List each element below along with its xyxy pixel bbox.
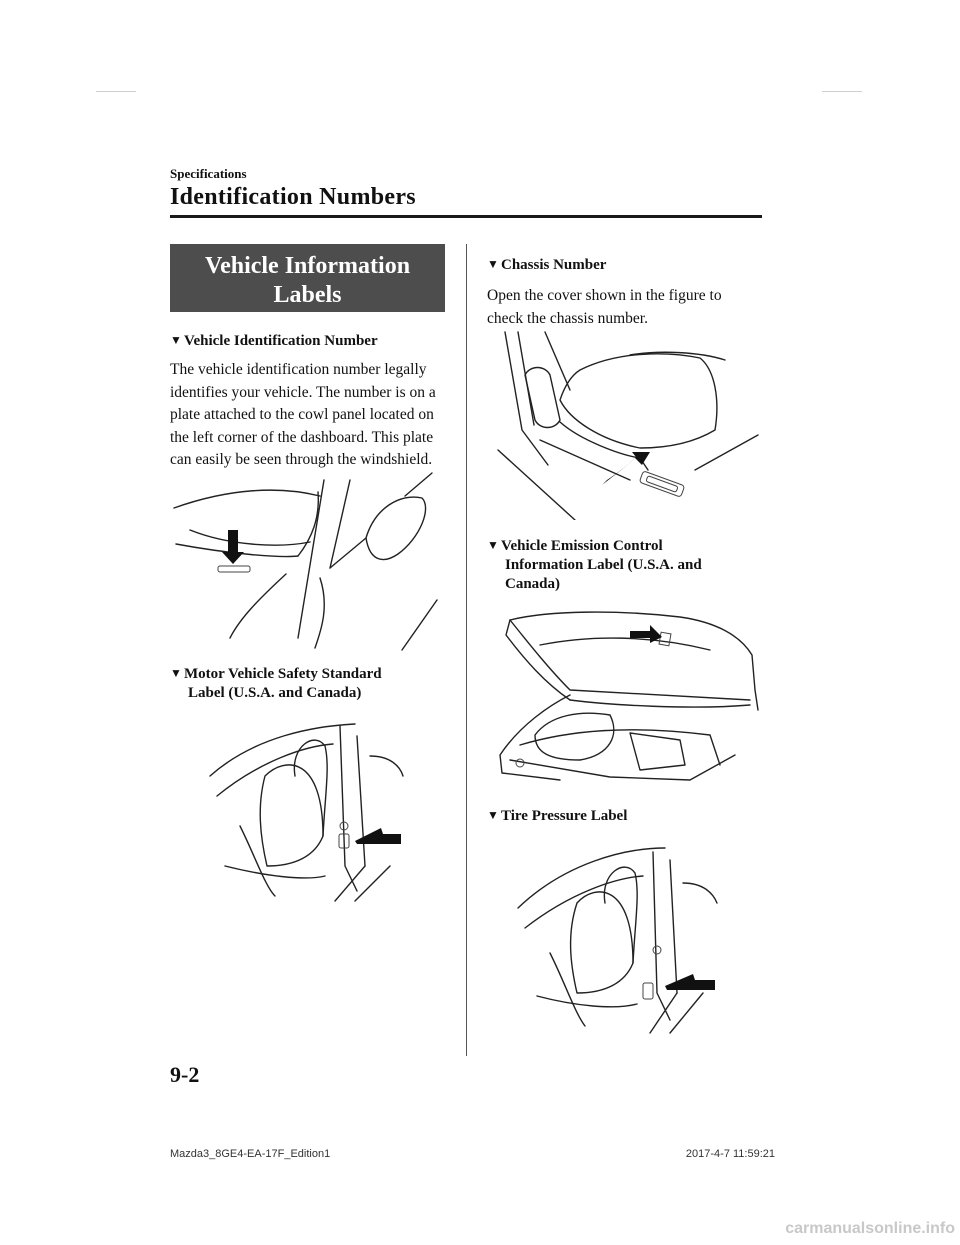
crop-mark-top-right bbox=[822, 91, 862, 92]
section-label: Specifications bbox=[170, 166, 247, 181]
vin-body-text: The vehicle identification number legall… bbox=[170, 361, 436, 468]
banner-line-1: Vehicle Information bbox=[204, 253, 411, 279]
triangle-bullet-icon: ▼ bbox=[487, 808, 499, 822]
title-rule bbox=[170, 215, 762, 218]
chassis-cover-figure bbox=[497, 331, 759, 520]
crop-mark-top-left bbox=[96, 91, 136, 92]
emission-heading-line-3: Canada) bbox=[505, 576, 561, 592]
safety-label-heading: ▼Motor Vehicle Safety Standard Label (U.… bbox=[170, 664, 450, 703]
section-banner: Vehicle Information Labels bbox=[170, 244, 445, 312]
column-divider bbox=[466, 244, 467, 1056]
banner-line-2: Labels bbox=[273, 282, 342, 308]
safety-standard-figure bbox=[209, 723, 404, 902]
page-title: Identification Numbers bbox=[170, 184, 416, 210]
footer-timestamp: 2017-4-7 11:59:21 bbox=[685, 1148, 775, 1160]
emission-label-figure bbox=[499, 611, 759, 781]
watermark: carmanualsonline.info bbox=[785, 1220, 955, 1237]
tire-heading-text: Tire Pressure Label bbox=[501, 808, 628, 824]
footer-edition: Mazda3_8GE4-EA-17F_Edition1 bbox=[170, 1148, 331, 1160]
emission-heading: ▼Vehicle Emission Control Information La… bbox=[487, 536, 762, 594]
chassis-body-text: Open the cover shown in the figure to ch… bbox=[487, 287, 722, 327]
safety-heading-line-2: Label (U.S.A. and Canada) bbox=[188, 685, 362, 701]
chassis-heading-text: Chassis Number bbox=[501, 257, 607, 273]
emission-heading-line-2: Information Label (U.S.A. and bbox=[505, 557, 702, 573]
vin-heading: ▼Vehicle Identification Number bbox=[170, 331, 378, 351]
triangle-bullet-icon: ▼ bbox=[487, 538, 499, 552]
tire-label-figure bbox=[517, 847, 718, 1034]
vin-heading-text: Vehicle Identification Number bbox=[184, 333, 378, 349]
triangle-bullet-icon: ▼ bbox=[170, 666, 182, 680]
chassis-heading: ▼Chassis Number bbox=[487, 255, 606, 275]
triangle-bullet-icon: ▼ bbox=[170, 333, 182, 347]
tire-heading: ▼Tire Pressure Label bbox=[487, 806, 627, 826]
emission-heading-line-1: Vehicle Emission Control bbox=[501, 538, 663, 554]
safety-heading-line-1: Motor Vehicle Safety Standard bbox=[184, 666, 382, 682]
triangle-bullet-icon: ▼ bbox=[487, 257, 499, 271]
vin-plate-figure bbox=[173, 472, 438, 651]
page-number: 9-2 bbox=[170, 1062, 200, 1087]
